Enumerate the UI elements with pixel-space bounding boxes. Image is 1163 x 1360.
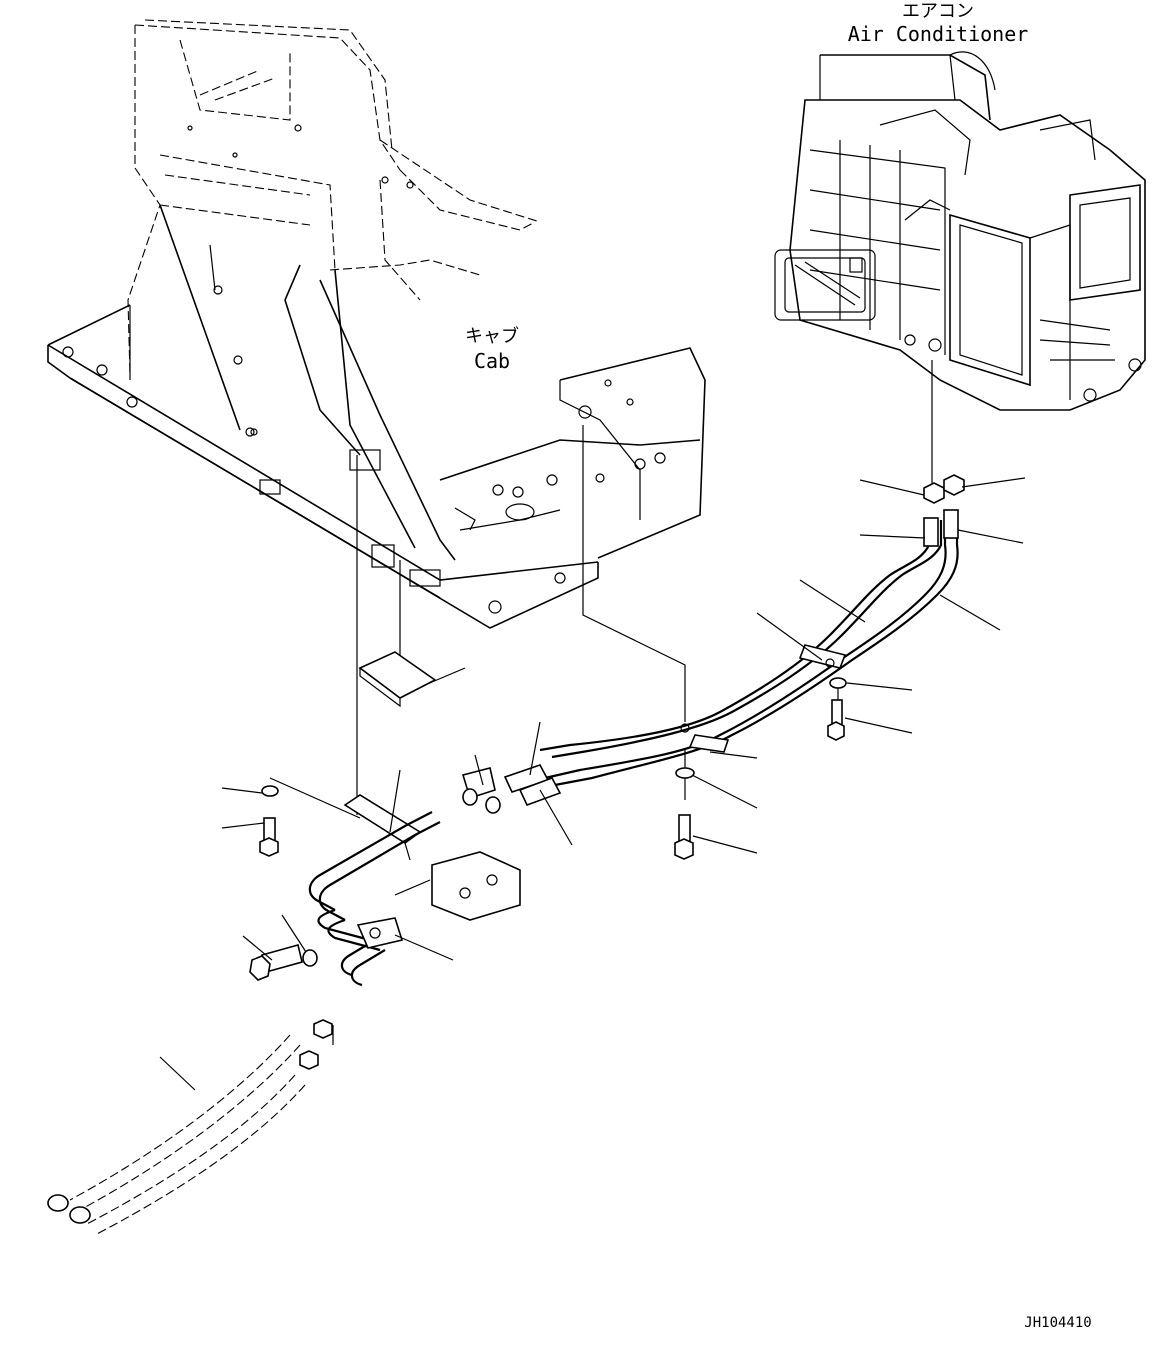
air-conditioner-label-jp: エアコン	[902, 1, 974, 22]
pipe-assembly	[47, 651, 521, 1236]
cab-structure	[47, 19, 706, 629]
cab-label-en: Cab	[474, 349, 510, 373]
drawing-number: JH104410	[1024, 1315, 1091, 1331]
cab-label-jp: キャブ	[465, 325, 519, 347]
assembly-lines	[269, 360, 933, 1045]
air-conditioner-label-en: Air Conditioner	[848, 22, 1029, 46]
hose-assembly	[503, 474, 965, 860]
leader-lines	[159, 477, 1026, 1091]
air-conditioner-unit	[774, 51, 1146, 411]
